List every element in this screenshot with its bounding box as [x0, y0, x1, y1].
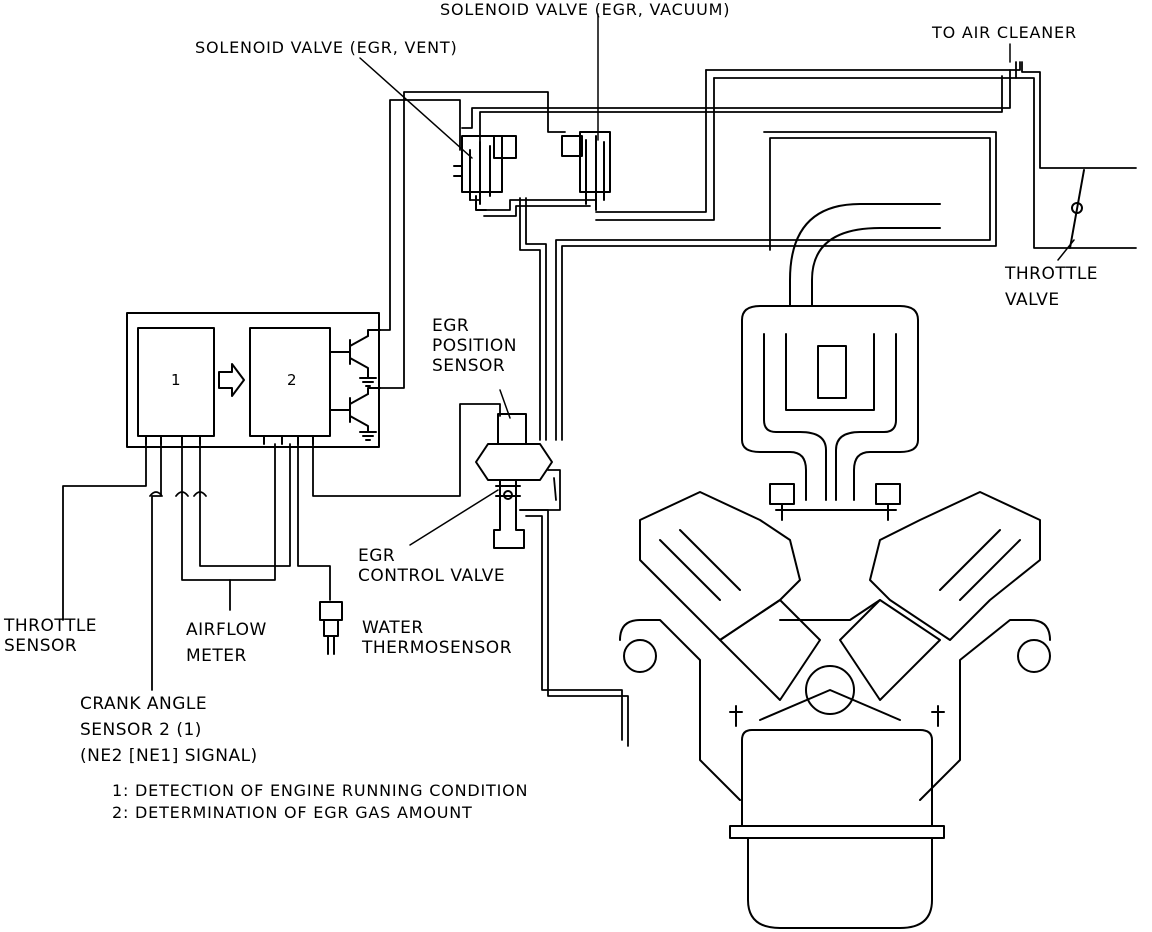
vacuum-hoses: [461, 61, 1137, 747]
legend-item-2: 2: DETERMINATION OF EGR GAS AMOUNT: [112, 803, 473, 822]
label-to-air-cleaner: TO AIR CLEANER: [932, 23, 1077, 42]
label-throttle-sensor-line2: SENSOR: [4, 636, 78, 656]
leader-lines: [359, 13, 1075, 546]
legend-item-1: 1: DETECTION OF ENGINE RUNNING CONDITION: [112, 781, 529, 800]
label-solenoid-valve-vacuum: SOLENOID VALVE (EGR, VACUUM): [440, 0, 731, 19]
ecu-block-2-label: 2: [287, 371, 297, 389]
label-egr-position-line2: POSITION: [432, 336, 517, 356]
label-egr-control-valve-line1: EGR: [358, 546, 396, 566]
label-water-thermosensor-line1: WATER: [362, 618, 424, 638]
ecu-arrow: [218, 363, 245, 397]
label-solenoid-valve-vent: SOLENOID VALVE (EGR, VENT): [195, 38, 458, 57]
driver-transistor-bottom: [329, 387, 381, 441]
ecu-unit: [126, 312, 381, 448]
control-wiring: [62, 91, 566, 691]
solenoid-vent-body: [453, 135, 517, 211]
ecu-block-1-label: 1: [171, 371, 181, 389]
water-thermosensor-symbol: [319, 601, 343, 655]
driver-transistor-top: [329, 329, 381, 387]
label-crank-angle-line3: (NE2 [NE1] SIGNAL): [80, 746, 258, 766]
throttle-valve-symbol: [1069, 169, 1085, 249]
label-egr-position-line1: EGR: [432, 316, 470, 336]
ecu-block-1: [137, 327, 215, 437]
intake-manifold: [741, 203, 941, 501]
label-water-thermosensor-line2: THERMOSENSOR: [362, 638, 513, 658]
label-throttle-valve-line2: VALVE: [1005, 290, 1060, 310]
label-throttle-sensor-line1: THROTTLE: [4, 616, 98, 636]
v-engine-block: [619, 483, 1051, 929]
ecu-block-2: [249, 327, 331, 437]
label-airflow-meter-line2: METER: [186, 646, 247, 666]
egr-valve-assembly: [475, 413, 553, 549]
label-egr-position-line3: SENSOR: [432, 356, 506, 376]
label-airflow-meter-line1: AIRFLOW: [186, 620, 267, 640]
label-throttle-valve-line1: THROTTLE: [1005, 264, 1099, 284]
solenoid-vacuum-body: [561, 131, 611, 211]
label-egr-control-valve-line2: CONTROL VALVE: [358, 566, 506, 586]
label-crank-angle-line2: SENSOR 2 (1): [80, 720, 202, 740]
label-crank-angle-line1: CRANK ANGLE: [80, 694, 208, 714]
